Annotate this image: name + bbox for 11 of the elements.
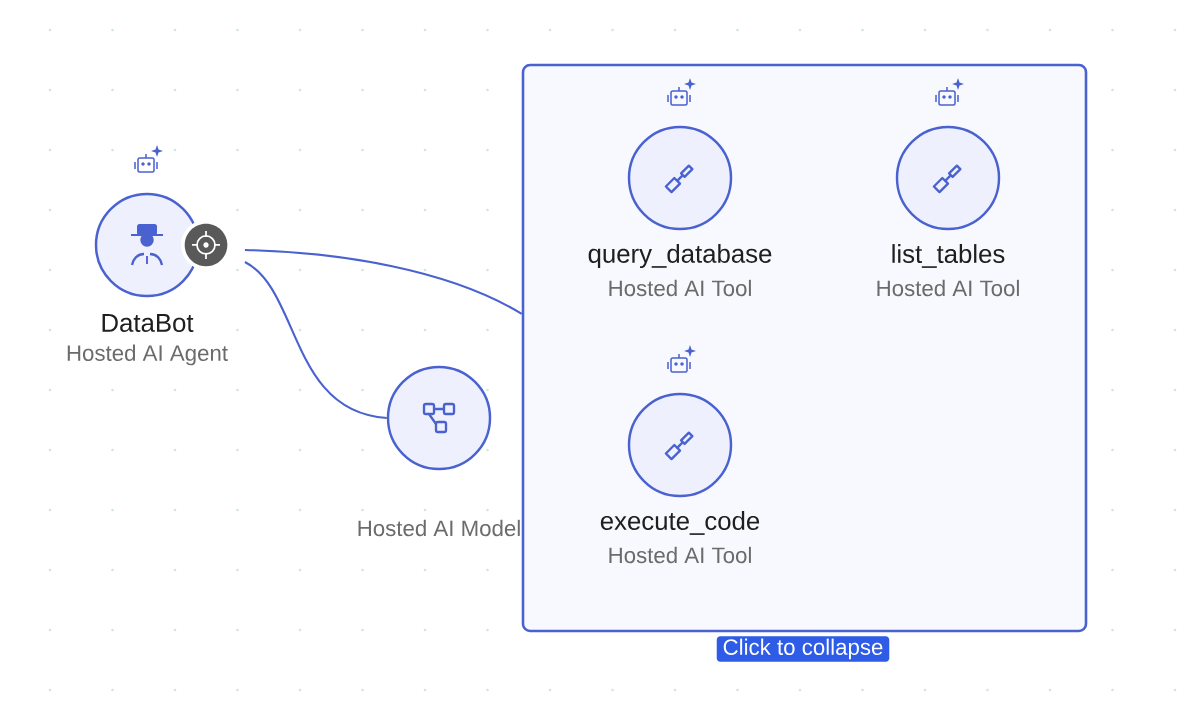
node-title: list_tables: [892, 244, 1005, 268]
node-subtitle: Hosted AI Tool: [609, 546, 751, 564]
node-subtitle: Hosted AI Tool: [877, 279, 1019, 297]
node-title: DataBot: [102, 314, 194, 332]
node-subtitle: Hosted AI Tool: [609, 279, 751, 297]
node-title: execute_code: [600, 511, 760, 535]
node-subtitle: Hosted AI Agent: [67, 344, 228, 366]
node-subtitle: Hosted AI Model: [358, 519, 520, 537]
node-title: query_database: [588, 243, 772, 268]
collapse-button: Click to collapse: [716, 636, 890, 662]
group-box: [521, 63, 1088, 633]
